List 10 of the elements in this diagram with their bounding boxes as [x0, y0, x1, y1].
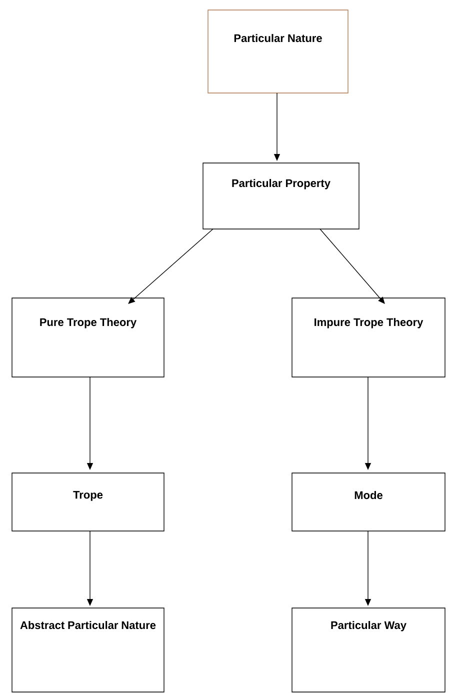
process-box: Impure Trope Theory	[292, 298, 446, 378]
arrow	[128, 228, 214, 304]
process-box: Pure Trope Theory	[12, 298, 164, 378]
process-box: Particular Nature	[208, 10, 348, 94]
process-box: Particular Property	[202, 162, 360, 230]
process-box: Trope	[12, 472, 164, 532]
arrow	[320, 228, 385, 304]
process-box: Particular Way	[292, 608, 446, 692]
process-box: Mode	[292, 472, 446, 532]
process-box: Abstract Particular Nature	[12, 608, 164, 692]
